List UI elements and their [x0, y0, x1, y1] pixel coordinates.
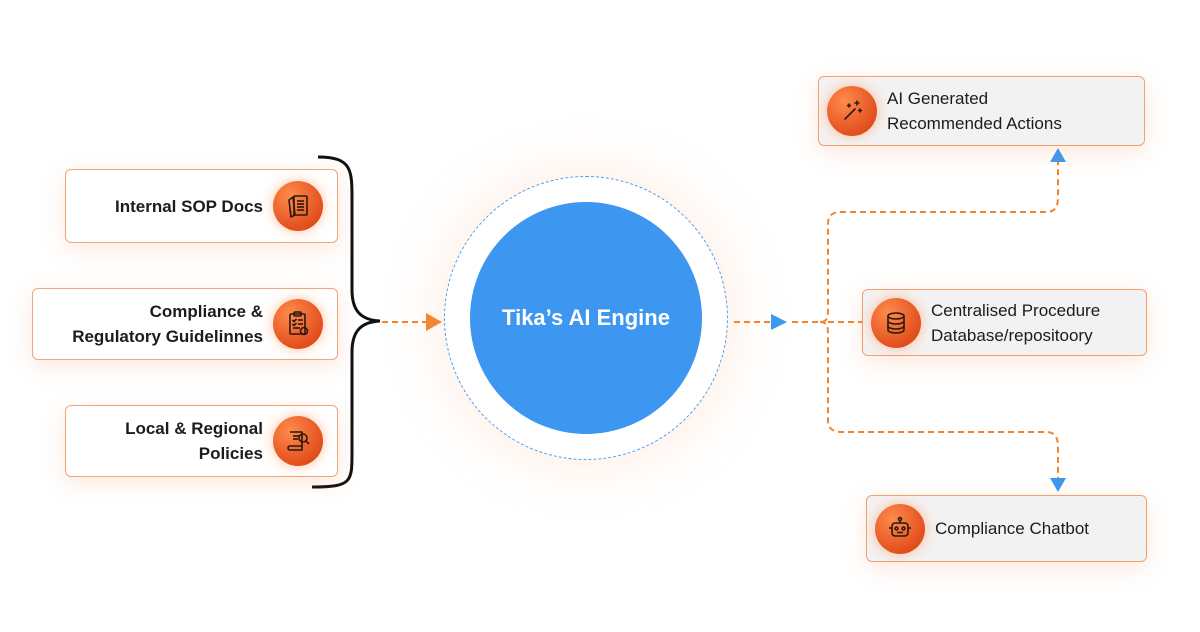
- checklist-icon: [273, 299, 323, 349]
- output-label: Centralised Procedure Database/repositoo…: [931, 300, 1101, 345]
- output-compliance-chatbot: Compliance Chatbot: [866, 495, 1147, 562]
- engine-title: Tika’s AI Engine: [502, 305, 670, 330]
- input-brace: [311, 155, 381, 489]
- bottom-output-arrowhead: [1050, 478, 1066, 492]
- database-icon: [871, 297, 921, 348]
- documents-icon: [273, 181, 323, 231]
- input-internal-sop-docs: Internal SOP Docs: [65, 169, 338, 243]
- input-label: Local & Regional Policies: [125, 419, 263, 463]
- magic-wand-icon: [827, 86, 877, 136]
- output-arrowhead: [771, 314, 787, 330]
- ai-engine-circle: Tika’s AI Engine: [470, 202, 702, 434]
- input-local-regional-policies: Local & Regional Policies: [65, 405, 338, 477]
- scroll-search-icon: [273, 416, 323, 466]
- top-output-arrowhead: [1050, 148, 1066, 162]
- engine-ring: [444, 176, 728, 460]
- output-label: AI Generated Recommended Actions: [887, 89, 1062, 133]
- input-compliance-guidelines: Compliance & Regulatory Guidelinnes: [32, 288, 338, 360]
- output-centralised-repository: Centralised Procedure Database/repositoo…: [862, 289, 1147, 356]
- input-label: Compliance & Regulatory Guidelinnes: [72, 302, 263, 346]
- output-branch-up: [792, 160, 1059, 323]
- output-label: Compliance Chatbot: [935, 519, 1090, 538]
- output-branch-down: [819, 321, 1059, 478]
- input-label: Internal SOP Docs: [114, 196, 263, 216]
- output-ai-recommended-actions: AI Generated Recommended Actions: [818, 76, 1145, 146]
- robot-icon: [875, 503, 925, 554]
- engine-input-arrowhead: [426, 313, 442, 331]
